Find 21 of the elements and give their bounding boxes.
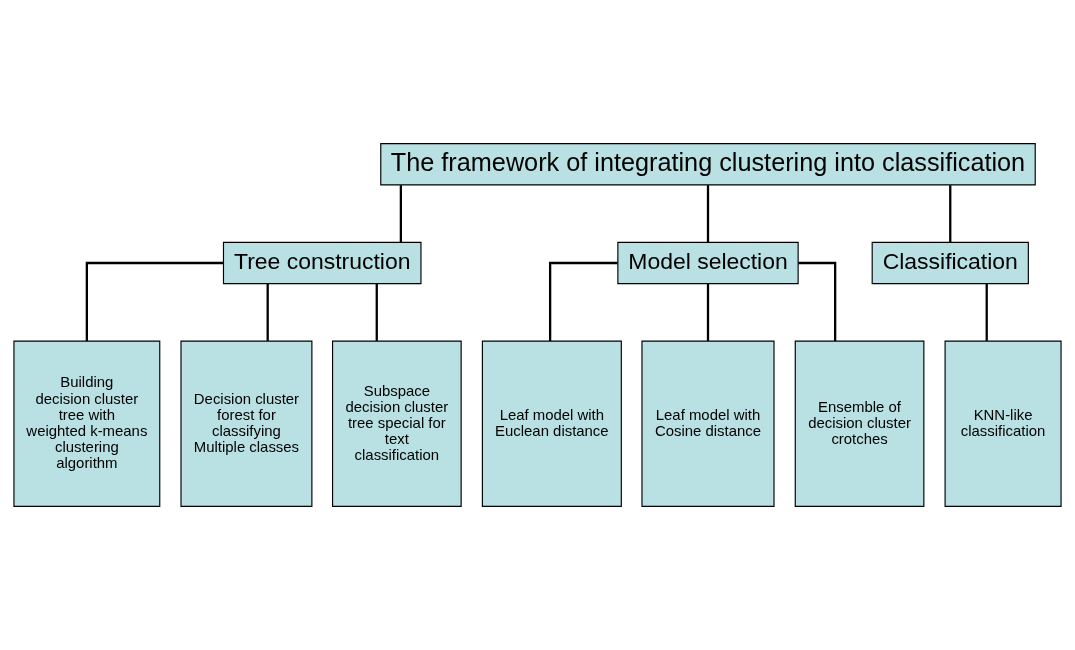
connector — [375, 283, 378, 341]
connector — [85, 261, 224, 341]
node-box: Leaf model with Cosine distance — [641, 340, 775, 507]
connector — [949, 185, 952, 243]
connector — [706, 185, 710, 243]
connector — [798, 261, 837, 341]
node-box: Leaf model with Euclean distance — [481, 340, 622, 507]
connector — [985, 283, 988, 341]
node-box: Model selection — [617, 241, 799, 285]
node-box: KNN-like classification — [944, 340, 1062, 507]
node-box: Subspace decision cluster tree special for text classification — [332, 340, 462, 507]
node-box: Tree construction — [222, 241, 422, 285]
node-box: Building decision cluster tree with weighted k-means clustering algorithm — [13, 340, 161, 507]
node-box: The framework of integrating clustering into classification — [380, 143, 1036, 186]
connector — [549, 261, 618, 341]
connector — [399, 185, 402, 243]
connector — [266, 283, 269, 341]
node-box: Decision cluster forest for classifying Multiple classes — [180, 340, 313, 507]
node-box: Ensemble of decision cluster crotches — [794, 340, 925, 507]
node-box: Classification — [871, 241, 1029, 285]
connector — [706, 283, 710, 341]
